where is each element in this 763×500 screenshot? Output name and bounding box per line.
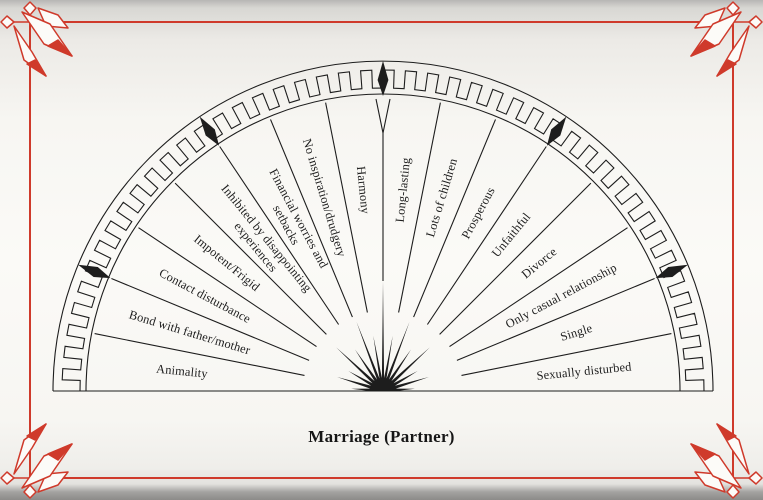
sector-label: Long-lasting: [393, 157, 413, 223]
apex-notch: [375, 98, 384, 134]
sector-label-line: Sexually disturbed: [536, 359, 633, 382]
sector-label-line: Single: [559, 321, 595, 344]
chart-title: Marriage (Partner): [308, 427, 455, 446]
sector-divider: [219, 146, 340, 325]
sector-label-line: Unfaithful: [489, 210, 534, 260]
sector-divider: [111, 277, 310, 361]
sector-label-line: Harmony: [354, 165, 373, 215]
sector-divider: [138, 227, 317, 348]
apex-notch: [382, 98, 391, 134]
sector-divider: [456, 277, 655, 361]
sector-label: Single: [559, 321, 595, 344]
sector-divider: [398, 102, 441, 313]
corner-ornament-top-left: [0, 1, 73, 77]
tick-diamond: [377, 61, 389, 96]
tick-diamond: [199, 116, 220, 146]
center-starburst: [336, 281, 430, 391]
sector-divider: [174, 182, 327, 335]
sector-label-line: Animality: [156, 362, 209, 381]
sector-divider: [269, 119, 353, 318]
sector-label: Divorce: [519, 244, 560, 281]
sector-label-line: Divorce: [519, 244, 560, 281]
sector-label: Unfaithful: [489, 210, 534, 260]
sector-divider: [461, 333, 672, 376]
tick-diamond: [546, 116, 567, 146]
sector-divider: [449, 227, 628, 348]
sector-label-line: Lots of children: [423, 157, 460, 239]
sector-label: Sexually disturbed: [536, 359, 633, 382]
red-border: [29, 21, 734, 479]
sector-divider: [94, 333, 305, 376]
sector-label: Animality: [156, 362, 209, 381]
corner-ornament-top-right: [690, 1, 763, 77]
sector-divider: [413, 119, 497, 318]
tick-diamond: [78, 264, 111, 279]
sector-label-line: Long-lasting: [393, 157, 413, 223]
sector-divider: [439, 182, 592, 335]
tick-diamond: [655, 264, 688, 279]
sector-divider: [426, 146, 547, 325]
sector-label: Harmony: [354, 165, 373, 215]
sector-divider: [325, 102, 368, 313]
sector-label: Lots of children: [423, 157, 460, 239]
